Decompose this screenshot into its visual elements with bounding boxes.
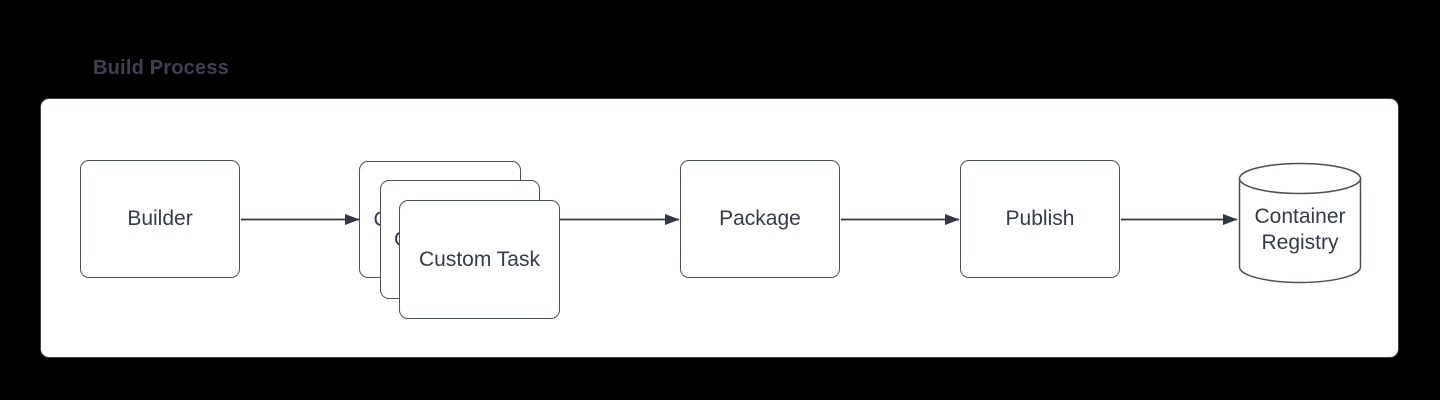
node-publish-label: Publish <box>1005 207 1075 230</box>
node-package: Package <box>680 160 840 278</box>
cylinder-icon <box>1238 162 1362 284</box>
node-container-registry-label: Container Registry <box>1254 205 1346 254</box>
node-package-label: Package <box>719 207 801 230</box>
node-builder: Builder <box>80 160 240 278</box>
node-container-registry: Container Registry <box>1238 162 1362 284</box>
node-builder-label: Builder <box>127 207 193 230</box>
node-custom-task: Custom Task <box>399 200 560 319</box>
node-custom-task-label: Custom Task <box>419 247 540 271</box>
diagram-title: Build Process <box>93 57 229 79</box>
node-publish: Publish <box>960 160 1120 278</box>
